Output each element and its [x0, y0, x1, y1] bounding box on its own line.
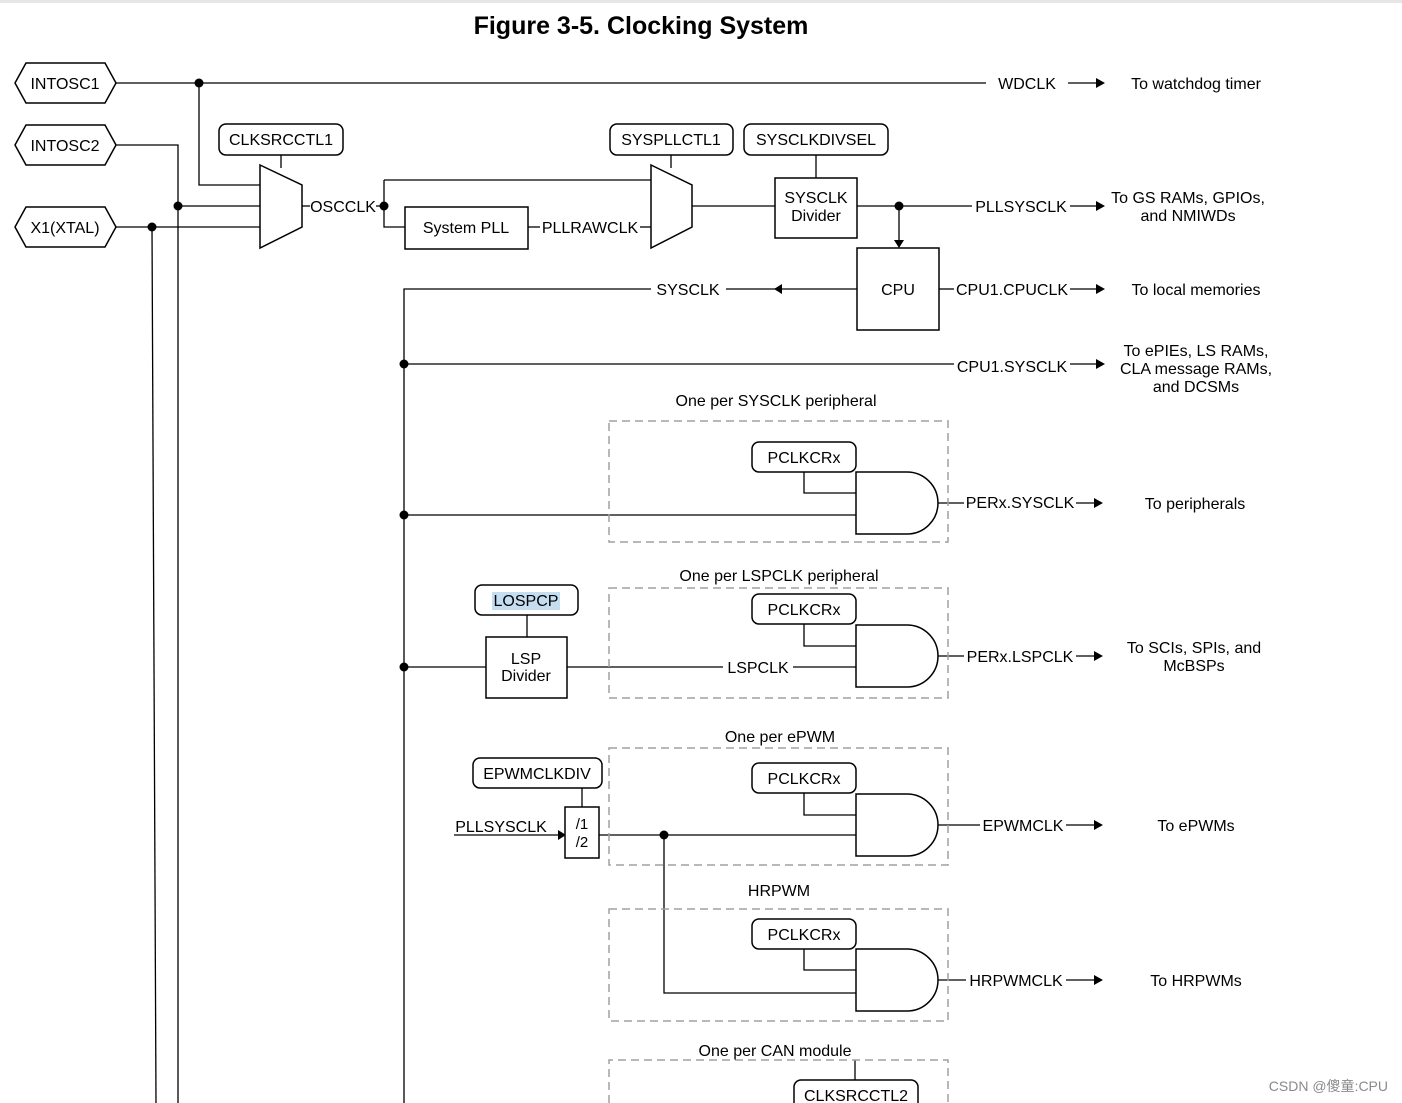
- sysclk-label: SYSCLK: [656, 282, 719, 299]
- epwmclkdiv-label: EPWMCLKDIV: [483, 766, 591, 783]
- clksrcctl2-label: CLKSRCCTL2: [804, 1088, 908, 1103]
- oscclk-mux: [259, 163, 303, 250]
- group-hrpwm: [608, 908, 949, 1022]
- sysclk-divider-label-1: SYSCLK: [784, 190, 847, 207]
- and-gate-sysclk: [855, 471, 939, 535]
- pll-bypass-mux: [650, 163, 693, 250]
- sysclkdivsel-label: SYSCLKDIVSEL: [756, 132, 876, 149]
- perx-sysclk-label: PERx.SYSCLK: [966, 495, 1075, 512]
- wires: [116, 82, 1098, 1103]
- intosc2-source: [14, 124, 117, 166]
- epwm-group-label: One per ePWM: [725, 729, 835, 746]
- intosc1-label: INTOSC1: [30, 76, 99, 93]
- dest-epies-1: To ePIEs, LS RAMs,: [1124, 343, 1269, 360]
- lospcp-highlight: [492, 592, 560, 610]
- sysclkdivsel-register: [743, 123, 889, 156]
- oscclk-label: OSCCLK: [310, 199, 376, 216]
- cpu1-cpuclk-label: CPU1.CPUCLK: [956, 282, 1068, 299]
- syspllctl1-register: [609, 123, 734, 156]
- junction-dots: [147, 78, 904, 840]
- pclkcrx-label-sysclk: PCLKCRx: [768, 450, 841, 467]
- clksrcctl1-label: CLKSRCCTL1: [229, 132, 333, 149]
- clksrcctl2-register: [793, 1079, 919, 1103]
- pclkcrx-label-lspclk: PCLKCRx: [768, 602, 841, 619]
- x1-xtal-label: X1(XTAL): [30, 220, 99, 237]
- epwmclk-label: EPWMCLK: [983, 818, 1064, 835]
- dest-gs-rams-1: To GS RAMs, GPIOs,: [1111, 190, 1265, 207]
- pllsysclk-label: PLLSYSCLK: [975, 199, 1067, 216]
- dest-epwms: To ePWMs: [1157, 818, 1234, 835]
- sysclk-divider-block: [774, 177, 858, 239]
- dest-watchdog: To watchdog timer: [1131, 76, 1262, 93]
- system-pll-block: [404, 206, 529, 250]
- clksrcctl1-register: [218, 123, 344, 156]
- cpu-block: [856, 247, 940, 331]
- figure-title: Figure 3-5. Clocking System: [474, 12, 809, 40]
- wdclk-label: WDCLK: [998, 76, 1056, 93]
- lspclk-peripheral-group-label: One per LSPCLK peripheral: [679, 568, 878, 585]
- dest-scis-1: To SCIs, SPIs, and: [1127, 640, 1261, 657]
- lsp-divider-label-2: Divider: [501, 668, 551, 685]
- syspllctl1-label: SYSPLLCTL1: [621, 132, 721, 149]
- group-epwm: [608, 747, 949, 866]
- top-border: [0, 0, 1402, 3]
- pclkcrx-register-epwm: [751, 762, 857, 794]
- sysclk-peripheral-group-label: One per SYSCLK peripheral: [676, 393, 877, 410]
- hrpwmclk-label: HRPWMCLK: [969, 973, 1063, 990]
- lsp-divider-label-1: LSP: [511, 651, 541, 668]
- epwm-prescaler-block: [564, 806, 600, 859]
- sysclk-divider-label-2: Divider: [791, 208, 841, 225]
- watermark: CSDN @傻童:CPU: [1269, 1078, 1388, 1094]
- hrpwm-group-label: HRPWM: [748, 883, 810, 900]
- dest-hrpwms: To HRPWMs: [1150, 973, 1242, 990]
- pclkcrx-label-hrpwm: PCLKCRx: [768, 927, 841, 944]
- group-lspclk-peripheral: [608, 587, 949, 699]
- pclkcrx-register-lspclk: [751, 593, 857, 625]
- dest-epies-2: CLA message RAMs,: [1120, 361, 1272, 378]
- dest-gs-rams-2: and NMIWDs: [1140, 208, 1235, 225]
- system-pll-label: System PLL: [423, 220, 509, 237]
- cpu-label: CPU: [881, 282, 915, 299]
- dest-scis-2: McBSPs: [1163, 658, 1224, 675]
- epwmclkdiv-register: [472, 757, 603, 789]
- dest-peripherals: To peripherals: [1145, 496, 1246, 513]
- cpu1-sysclk-label: CPU1.SYSCLK: [957, 359, 1068, 376]
- x1-xtal-source: [14, 206, 117, 248]
- lospcp-label: LOSPCP: [494, 593, 559, 610]
- intosc1-source: [14, 62, 117, 104]
- and-gate-epwm: [855, 793, 939, 857]
- dest-local-memories: To local memories: [1132, 282, 1261, 299]
- pclkcrx-label-epwm: PCLKCRx: [768, 771, 841, 788]
- dest-epies-3: and DCSMs: [1153, 379, 1239, 396]
- lsp-divider-block: [485, 636, 568, 699]
- and-gate-lspclk: [855, 624, 939, 688]
- and-gate-hrpwm: [855, 948, 939, 1012]
- lspclk-label: LSPCLK: [727, 660, 789, 677]
- pclkcrx-register-hrpwm: [751, 918, 857, 950]
- pllrawclk-label: PLLRAWCLK: [542, 220, 639, 237]
- can-module-group-label: One per CAN module: [699, 1043, 852, 1060]
- pclkcrx-register-sysclk: [751, 441, 857, 473]
- perx-lspclk-label: PERx.LSPCLK: [967, 649, 1074, 666]
- group-sysclk-peripheral: [608, 420, 949, 543]
- arrowheads: [558, 78, 1105, 985]
- intosc2-label: INTOSC2: [30, 138, 99, 155]
- epwm-div2-label: /2: [576, 834, 589, 851]
- group-can-module: [608, 1059, 949, 1103]
- pllsysclk-input-label: PLLSYSCLK: [455, 819, 547, 836]
- epwm-div1-label: /1: [576, 816, 589, 833]
